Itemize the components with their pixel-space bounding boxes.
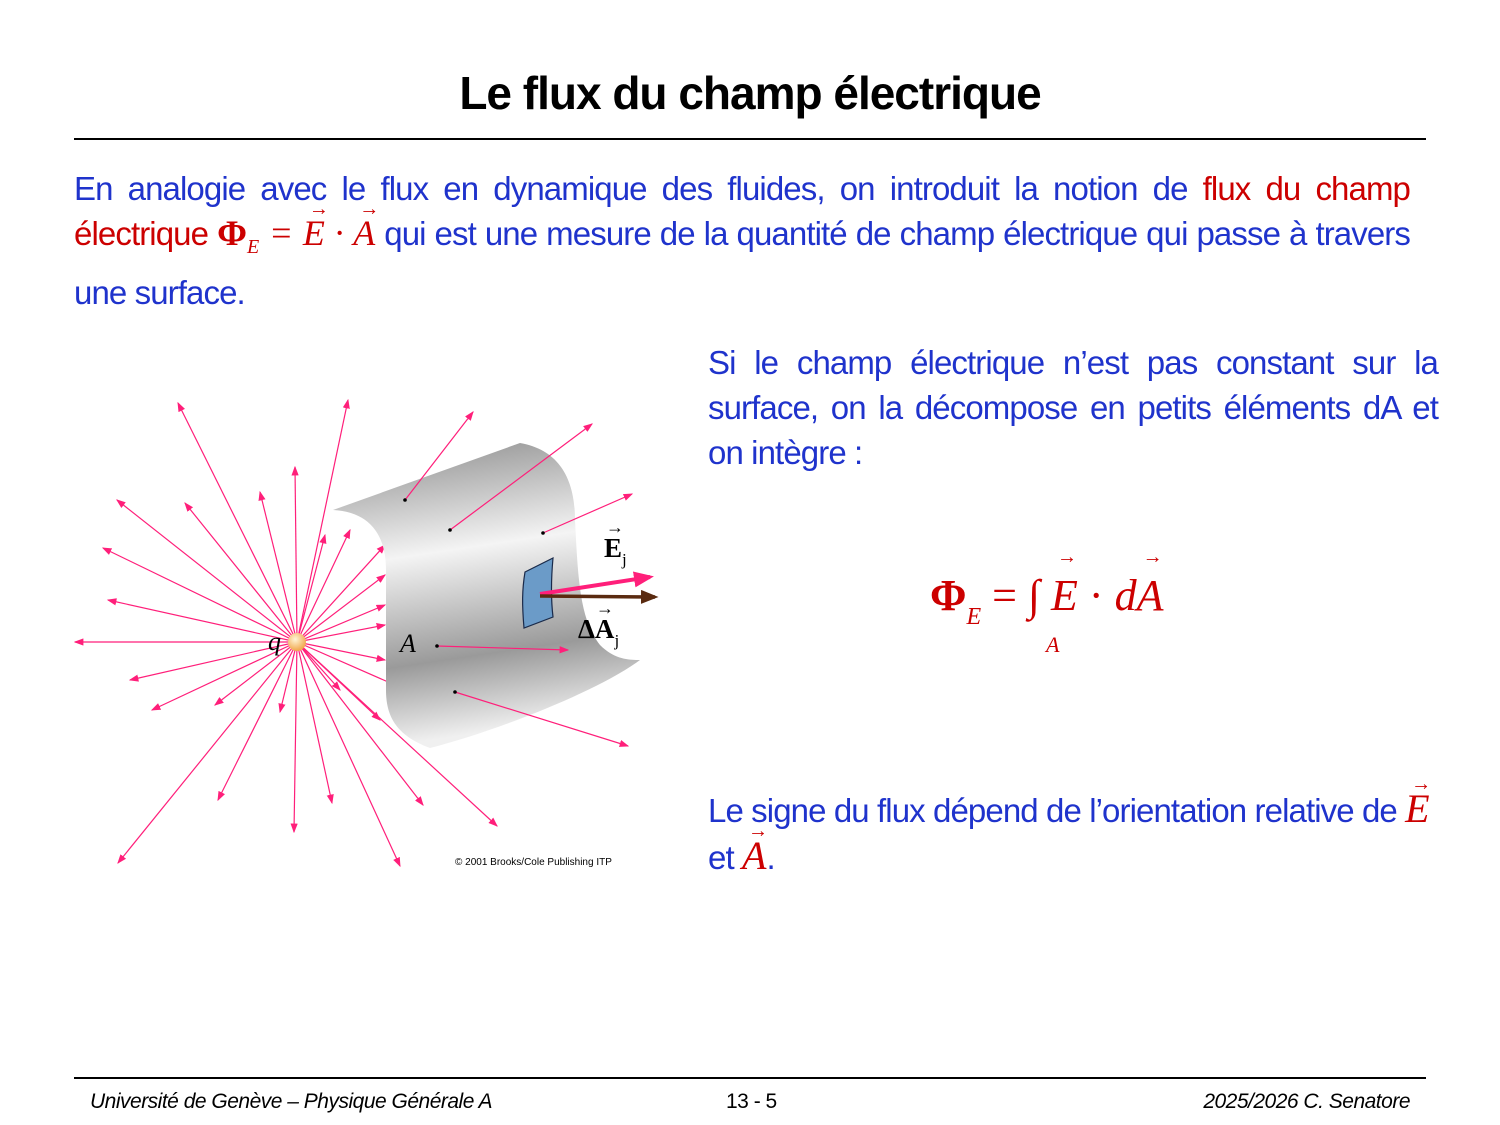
field-vector-label: Ej [604, 533, 627, 569]
field-line [106, 598, 298, 643]
field-line [290, 641, 298, 834]
vector-e: E [303, 187, 329, 256]
phi-subscript: E [246, 236, 260, 259]
field-lines-through [403, 411, 634, 747]
field-line [291, 465, 299, 643]
exit-point [448, 528, 452, 532]
footer-author: 2025/2026 C. Senatore [1203, 1090, 1410, 1113]
vector-e: E [1405, 762, 1431, 831]
footer-divider [74, 1077, 1426, 1079]
field-line [296, 604, 387, 643]
field-line [296, 623, 387, 643]
charge-label: q [268, 627, 281, 656]
field-line [184, 502, 298, 643]
field-line [101, 547, 298, 643]
period: . [766, 839, 775, 876]
field-line [296, 641, 341, 691]
area-vector-daj [539, 589, 659, 604]
field-line [296, 641, 424, 806]
field-line [296, 641, 334, 805]
sign-text: Le signe du flux dépend de l’orientation… [708, 762, 1448, 880]
field-line [214, 641, 298, 706]
vector-a: A [742, 809, 768, 878]
field-line [150, 641, 298, 711]
field-line-exiting [449, 423, 593, 531]
surface-label: A [398, 629, 416, 658]
page-number: 13 - 5 [726, 1090, 777, 1113]
field-vector-ej [539, 571, 654, 596]
field-arrow-accent: → [606, 517, 624, 537]
vector-e: E [1051, 546, 1078, 621]
field-line [296, 533, 327, 643]
field-line [217, 641, 298, 802]
sign-text-2: et [708, 839, 742, 876]
exit-point [435, 644, 439, 648]
field-line [116, 499, 298, 643]
equals: = [259, 213, 303, 253]
differential-d: d [1114, 571, 1137, 620]
field-line-exiting [454, 691, 630, 747]
phi-subscript: E [966, 604, 982, 630]
flux-integral-formula: ΦE = ∫ E · dA A [930, 546, 1164, 657]
vector-a: A [1137, 546, 1164, 621]
field-line [296, 528, 351, 643]
phi-symbol: Φ [930, 571, 967, 620]
field-line-exiting [542, 493, 634, 534]
area-arrow-accent: → [596, 598, 614, 618]
field-line [117, 641, 298, 864]
field-line [128, 641, 298, 682]
field-line [296, 641, 397, 686]
dot: · [1077, 571, 1115, 620]
intro-highlight: flux du champ électrique [74, 170, 1411, 252]
point-charge [288, 633, 306, 651]
footer-institution: Université de Genève – Physique Générale… [90, 1090, 492, 1113]
area-element-patch [522, 556, 554, 629]
field-line [296, 398, 350, 643]
intro-text-2: qui est une mesure de la quantité de cha… [74, 215, 1411, 312]
area-vector-label: ΔAj [578, 614, 619, 650]
sign-text-1: Le signe du flux dépend de l’orientation… [708, 792, 1406, 829]
field-line [296, 574, 386, 643]
title-divider [74, 138, 1426, 140]
flux-figure: q A Ej → ΔAj → © 2001 Brooks/Cole Publis… [73, 398, 659, 868]
exit-point [403, 498, 407, 502]
nonconstant-field-text: Si le champ électrique n’est pas constan… [708, 344, 1439, 471]
field-line [296, 641, 401, 868]
copyright: © 2001 Brooks/Cole Publishing ITP [455, 857, 612, 868]
field-line [258, 490, 298, 643]
vector-a: A [353, 187, 379, 256]
field-lines-behind [73, 398, 498, 868]
field-line [177, 401, 298, 643]
flux-definition-formula: ΦE = E · A [217, 187, 379, 258]
field-line-exiting [404, 411, 474, 501]
slide-title: Le flux du champ électrique [459, 67, 1041, 119]
phi-symbol: Φ [217, 213, 247, 253]
surface [333, 443, 640, 748]
exit-point [541, 531, 545, 535]
field-line [296, 641, 387, 662]
field-line [278, 641, 298, 714]
intro-paragraph: En analogie avec le flux en dynamique de… [74, 166, 1411, 315]
field-line [296, 641, 381, 721]
integral-domain: A [1046, 632, 1060, 657]
equals-integral: = ∫ [981, 571, 1052, 620]
dot: · [324, 213, 354, 253]
field-line [296, 544, 386, 643]
intro-text-1: En analogie avec le flux en dynamique de… [74, 170, 1203, 207]
exit-point [453, 690, 457, 694]
field-line-exiting [436, 645, 570, 654]
